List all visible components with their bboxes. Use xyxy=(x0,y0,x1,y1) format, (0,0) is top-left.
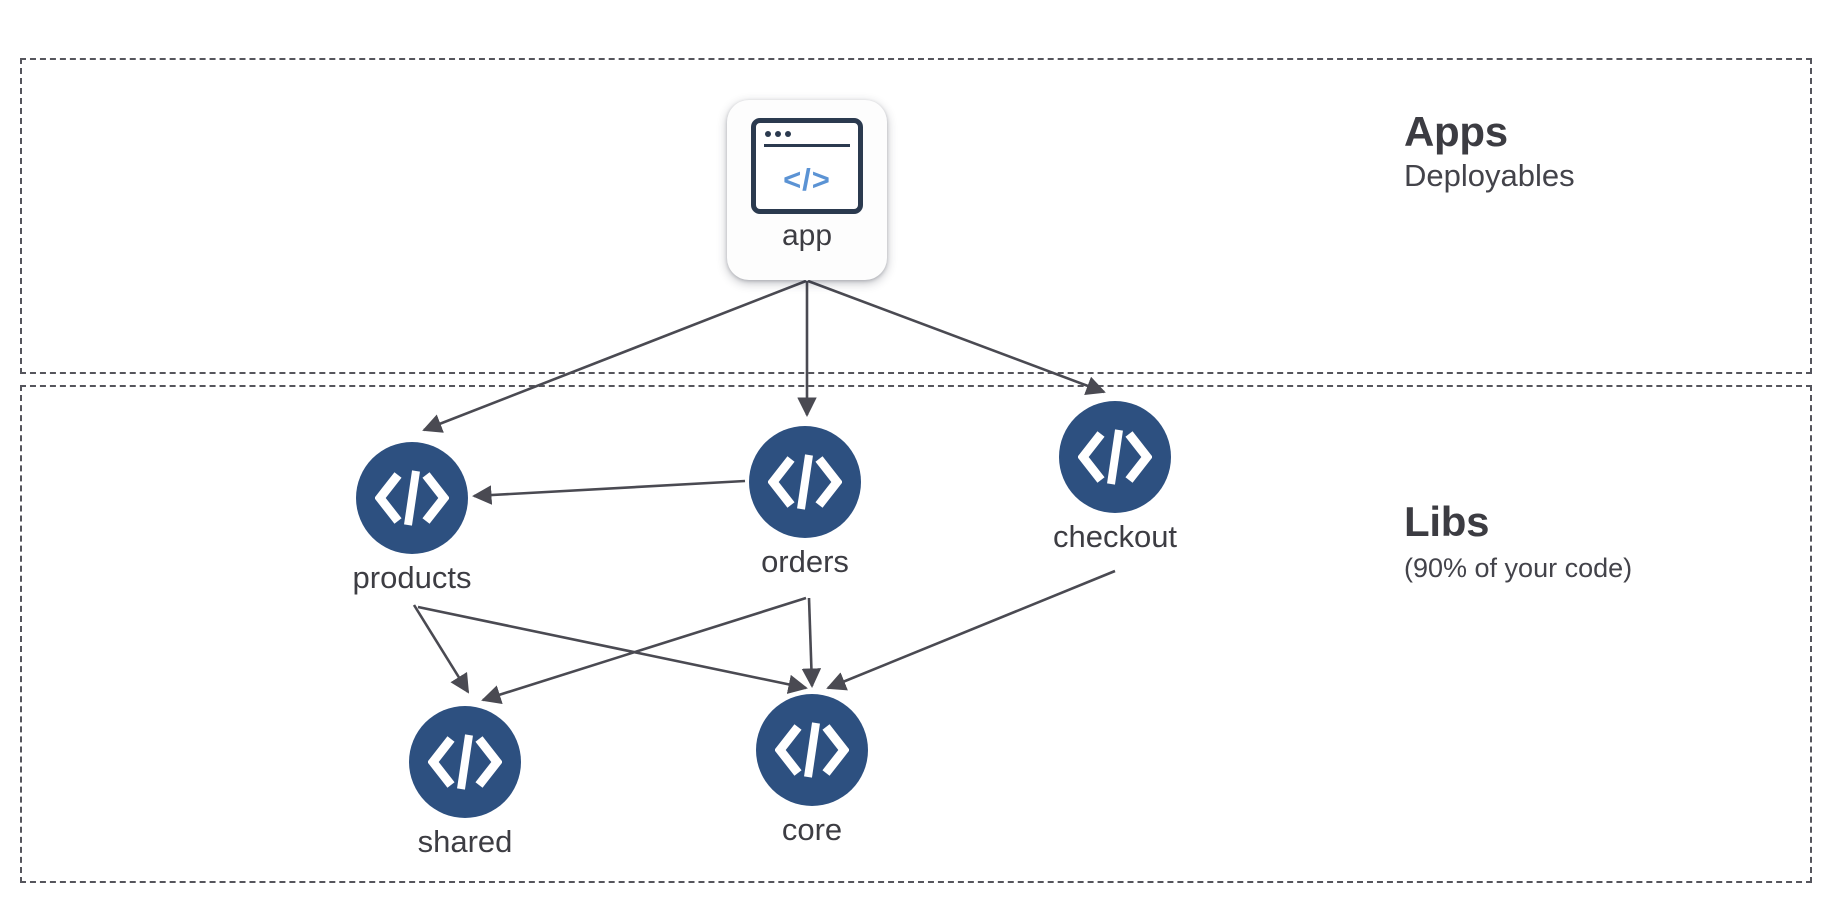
node-app[interactable]: </> app xyxy=(727,100,887,280)
node-products[interactable]: products xyxy=(353,442,471,595)
node-app-label: app xyxy=(781,219,833,252)
node-orders-label: orders xyxy=(761,544,849,579)
zone-libs xyxy=(20,385,1812,883)
zone-apps-caption: Apps Deployables xyxy=(1404,108,1575,194)
node-core[interactable]: core xyxy=(756,694,868,847)
node-shared[interactable]: shared xyxy=(409,706,521,859)
window-dots-icon xyxy=(765,131,791,137)
code-brackets-icon xyxy=(1059,401,1171,513)
node-checkout[interactable]: checkout xyxy=(1053,401,1177,554)
code-brackets-icon xyxy=(409,706,521,818)
browser-window-code-icon: </> xyxy=(751,118,863,214)
zone-apps xyxy=(20,58,1812,374)
zone-apps-subtitle: Deployables xyxy=(1404,158,1575,194)
code-brackets-icon xyxy=(749,426,861,538)
zone-libs-title: Libs xyxy=(1404,498,1490,545)
node-products-label: products xyxy=(352,560,472,595)
code-glyph: </> xyxy=(783,162,831,197)
node-shared-label: shared xyxy=(417,824,513,859)
zone-libs-caption: Libs (90% of your code) xyxy=(1404,498,1632,583)
code-brackets-icon xyxy=(756,694,868,806)
zone-libs-subtitle: (90% of your code) xyxy=(1404,553,1633,584)
code-brackets-icon xyxy=(356,442,468,554)
window-titlebar-rule xyxy=(764,144,850,147)
node-core-label: core xyxy=(781,812,843,847)
node-checkout-label: checkout xyxy=(1052,519,1178,554)
node-orders[interactable]: orders xyxy=(749,426,861,579)
zone-apps-title: Apps xyxy=(1404,108,1508,155)
